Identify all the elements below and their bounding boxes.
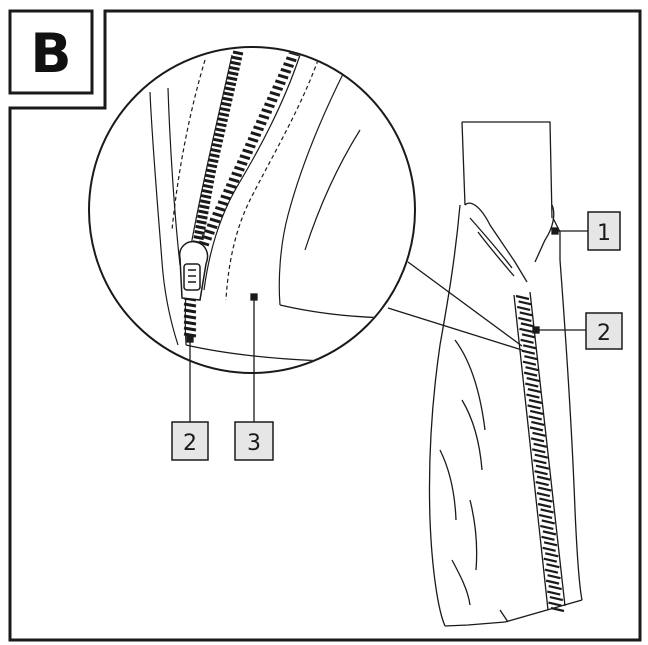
leader-lines — [186, 227, 588, 422]
callout-2-zoom-text: 2 — [183, 431, 197, 456]
panel-badge: B — [8, 9, 94, 95]
panel-frame — [8, 9, 642, 642]
zipper-teeth-right — [515, 294, 565, 613]
callout-1-text: 1 — [597, 221, 611, 246]
jacket-right — [428, 121, 583, 627]
panel-letter: B — [30, 22, 71, 85]
zoom-cone — [387, 261, 523, 351]
zipper-slider — [178, 240, 209, 301]
callout-1: 1 — [587, 211, 621, 251]
callout-2-right-text: 2 — [597, 321, 611, 346]
zoom-circle — [88, 46, 416, 374]
callout-2-right: 2 — [585, 312, 623, 350]
callout-2-zoom: 2 — [171, 421, 209, 461]
callout-3-zoom-text: 3 — [247, 431, 261, 456]
callout-3-zoom: 3 — [234, 421, 274, 461]
